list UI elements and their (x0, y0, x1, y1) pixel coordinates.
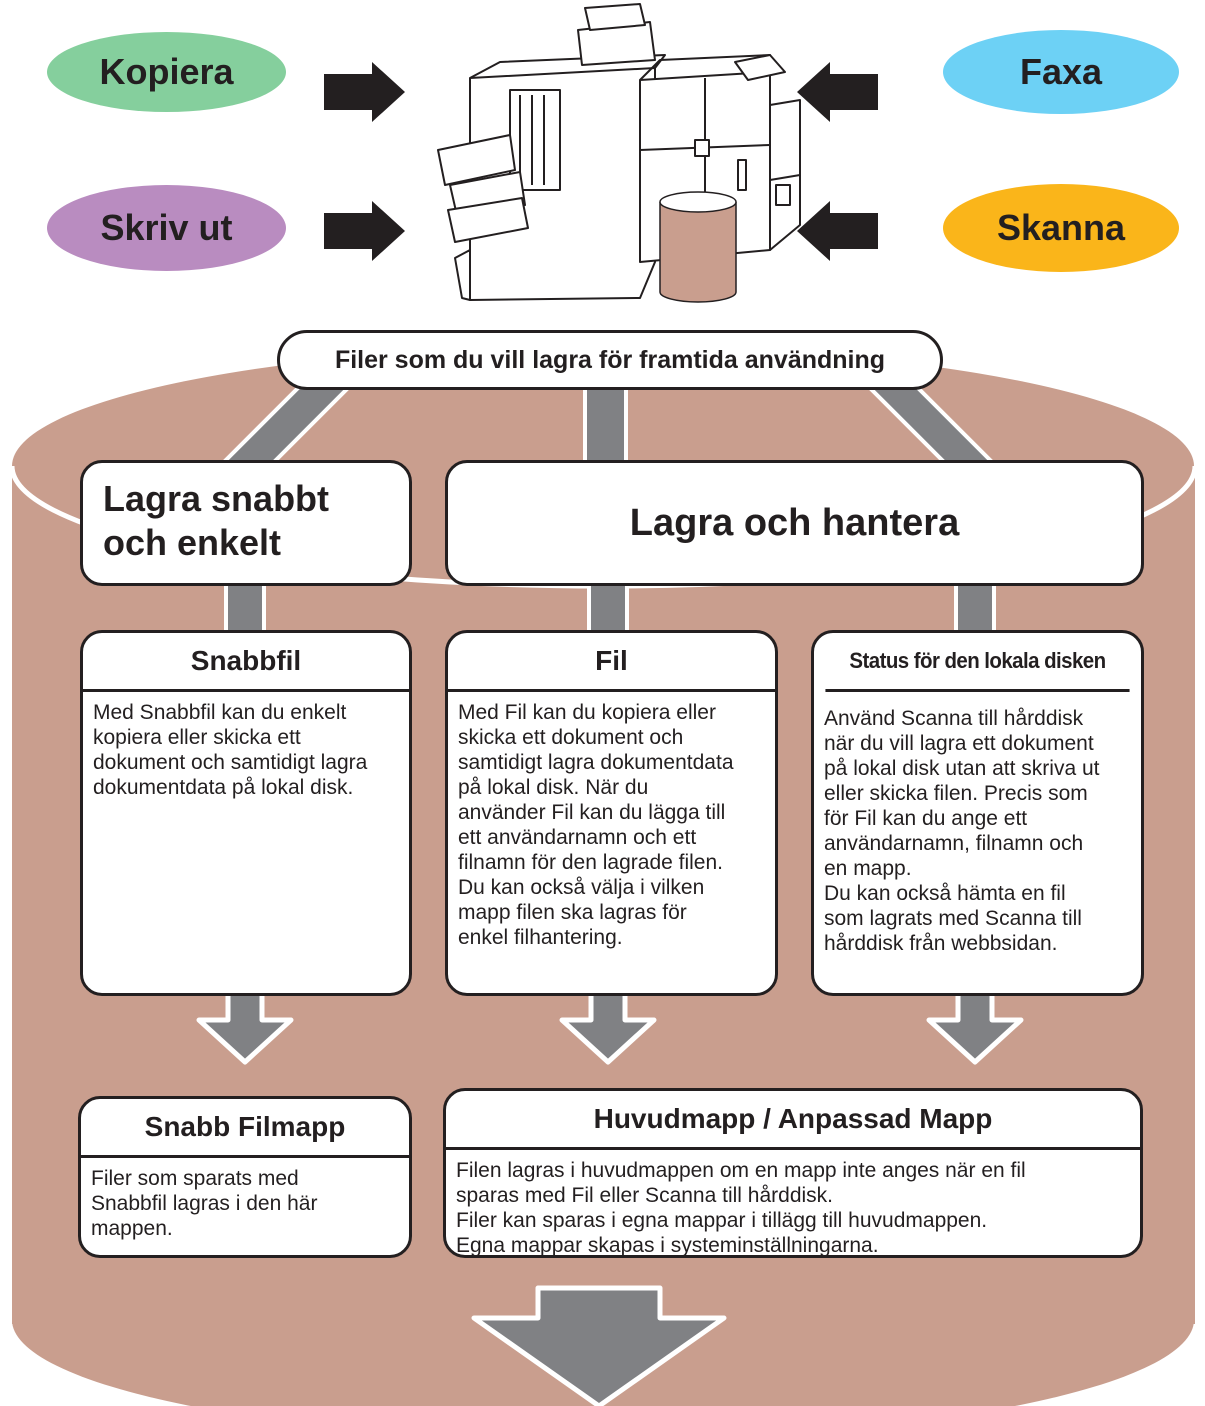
files-banner: Filer som du vill lagra för framtida anv… (277, 330, 943, 390)
scan-label: Skanna (996, 207, 1126, 248)
main-custom-folder-text: Filen lagras i huvudmappen om en mapp in… (456, 1159, 1026, 1257)
quick-file-box: Snabbfil Med Snabbfil kan du enkelt kopi… (80, 630, 412, 996)
store-quick-title: Lagra snabbt och enkelt (103, 478, 330, 563)
local-disk-status-box: Status för den lokala disken Använd Scan… (811, 630, 1144, 996)
print-label: Skriv ut (100, 207, 233, 248)
copy-label: Kopiera (99, 51, 234, 92)
hard-disk-icon (659, 191, 737, 303)
main-custom-folder-title: Huvudmapp / Anpassad Mapp (446, 1091, 1140, 1150)
quick-file-text: Med Snabbfil kan du enkelt kopiera eller… (93, 701, 368, 799)
fax-label: Faxa (1019, 51, 1103, 92)
fax-pill: Faxa (943, 30, 1179, 114)
banner-text: Filer som du vill lagra för framtida anv… (334, 345, 886, 374)
print-pill: Skriv ut (47, 185, 286, 271)
file-title: Fil (448, 633, 775, 692)
main-custom-folder-box: Huvudmapp / Anpassad Mapp Filen lagras i… (443, 1088, 1143, 1258)
local-disk-status-text: Använd Scanna till hårddisk när du vill … (824, 707, 1100, 955)
store-manage-box: Lagra och hantera (445, 460, 1144, 586)
local-disk-status-title: Status för den lokala disken (825, 633, 1130, 692)
file-box: Fil Med Fil kan du kopiera eller skicka … (445, 630, 778, 996)
store-manage-title: Lagra och hantera (629, 502, 960, 544)
multifunction-printer-icon (437, 3, 801, 301)
bottom-arrow-icon (471, 1285, 727, 1406)
store-quick-box: Lagra snabbt och enkelt (80, 460, 412, 586)
quick-file-title: Snabbfil (83, 633, 409, 692)
file-text: Med Fil kan du kopiera eller skicka ett … (458, 701, 734, 949)
copy-pill: Kopiera (47, 32, 286, 112)
tier-connectors (224, 580, 996, 634)
quick-file-folder-box: Snabb Filmapp Filer som sparats med Snab… (78, 1096, 412, 1258)
input-arrow-icons (324, 62, 878, 261)
scan-pill: Skanna (943, 184, 1179, 272)
quick-file-folder-title: Snabb Filmapp (81, 1099, 409, 1158)
quick-file-folder-text: Filer som sparats med Snabbfil lagras i … (91, 1167, 318, 1240)
